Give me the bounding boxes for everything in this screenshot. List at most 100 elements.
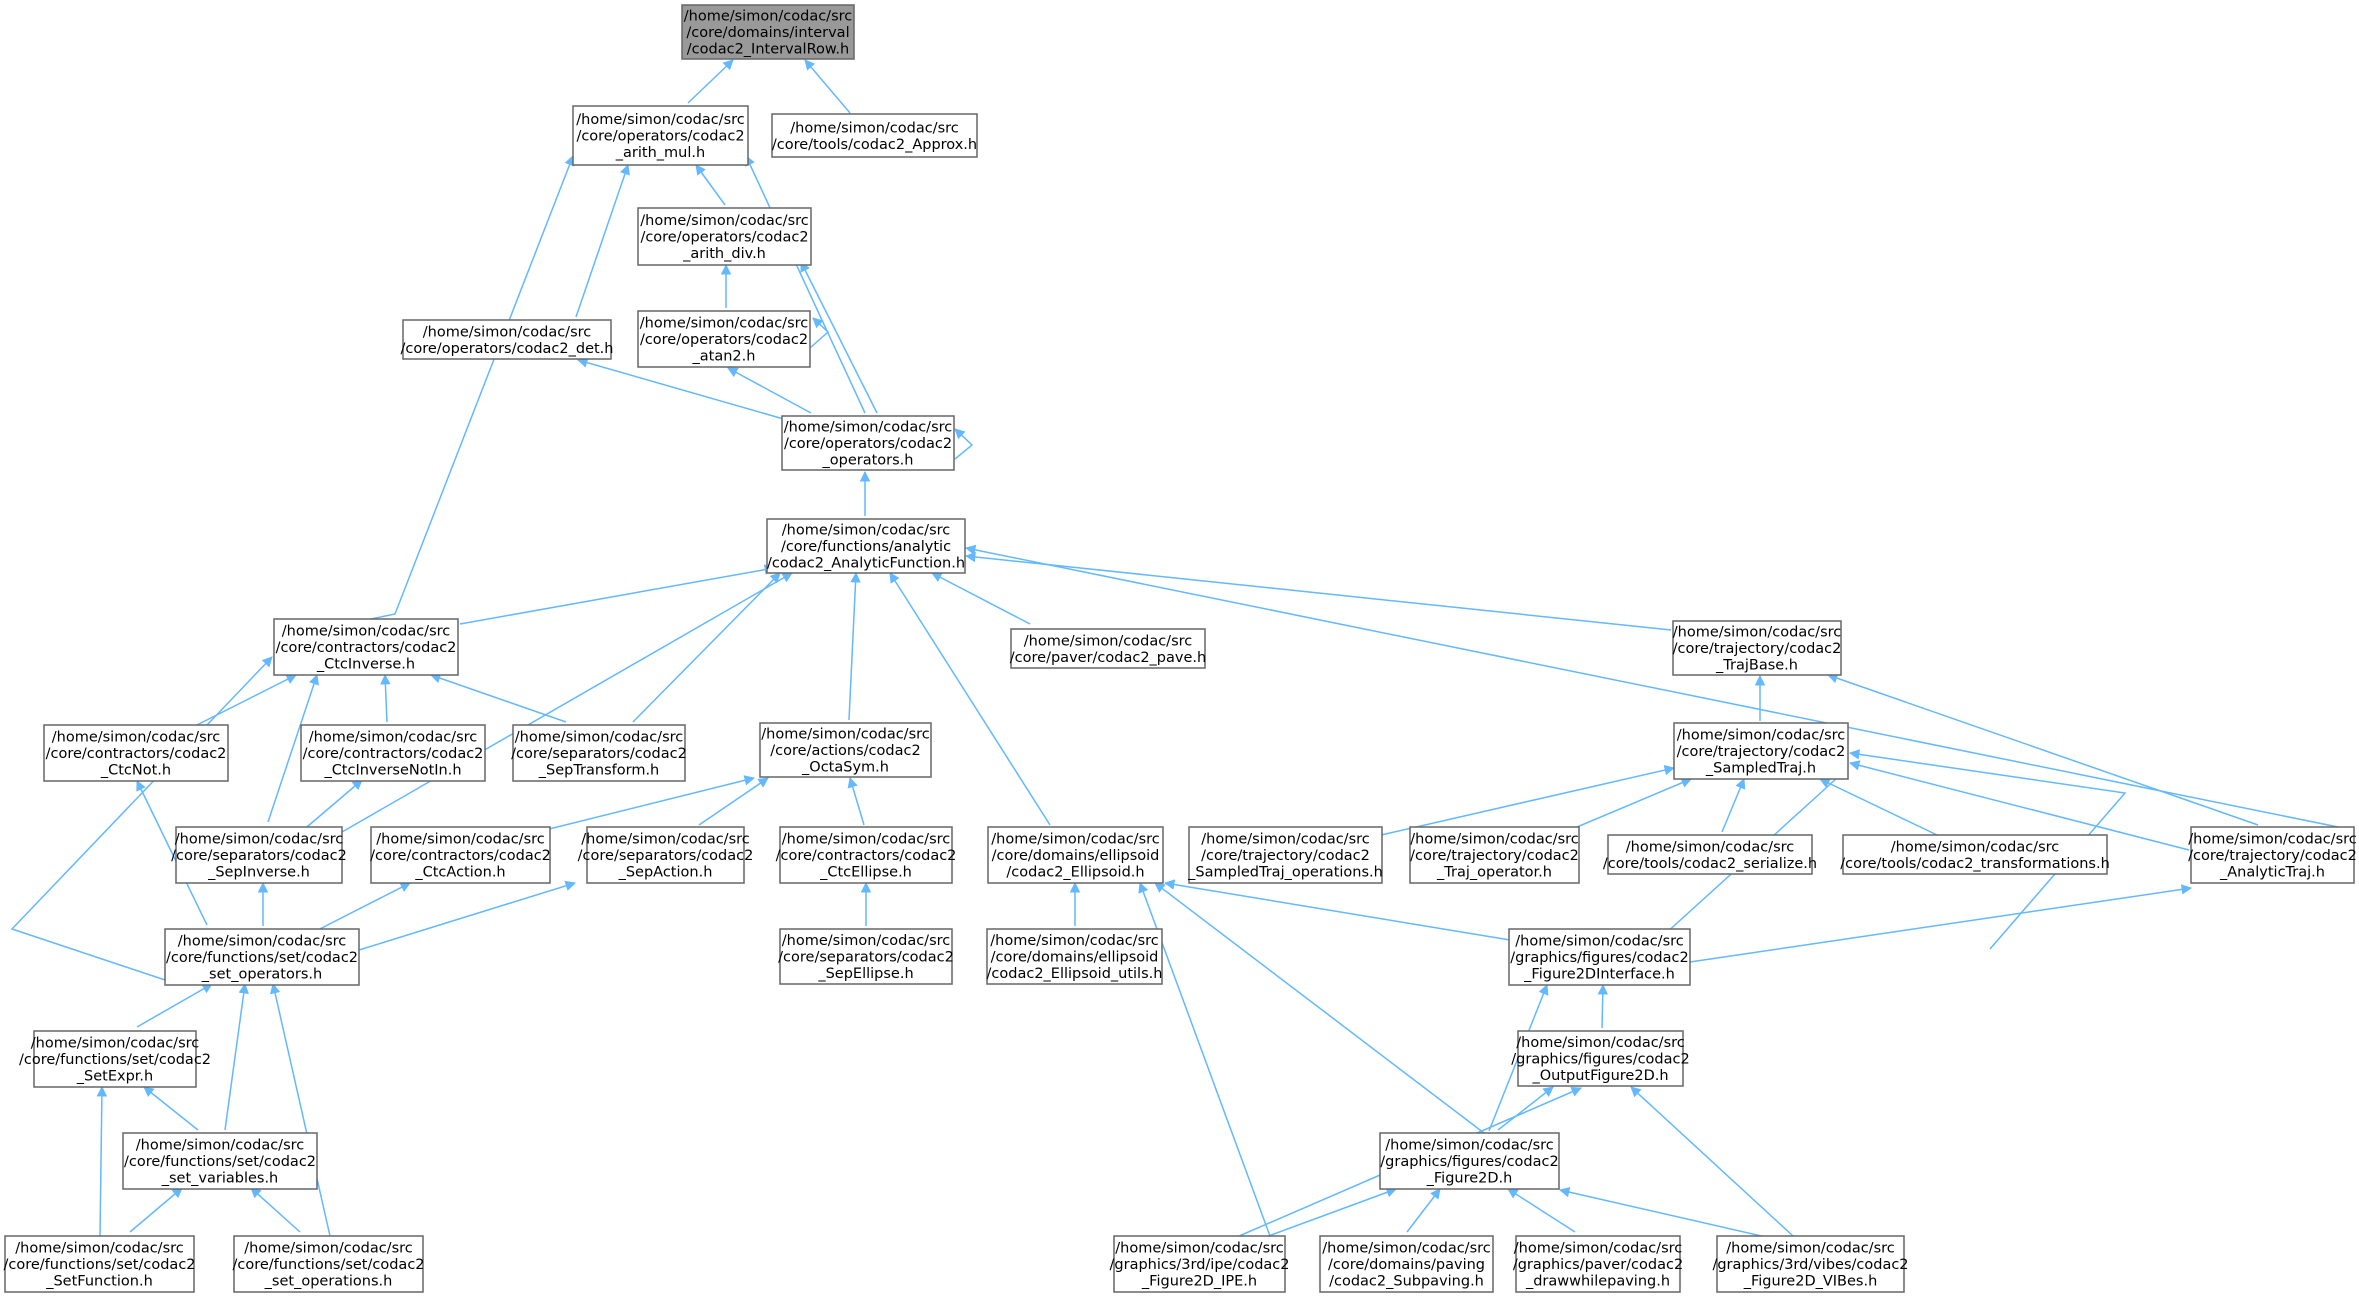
file-node-label-line: /core/domains/paving [1328, 1257, 1485, 1273]
file-node-label-line: /graphics/figures/codac2 [1511, 1052, 1689, 1068]
file-node-n1[interactable]: /home/simon/codac/src/core/operators/cod… [572, 105, 749, 166]
dependency-edge-36 [1848, 749, 2127, 950]
dependency-edge-26 [186, 674, 297, 731]
file-node-n5[interactable]: /home/simon/codac/src/core/operators/cod… [637, 310, 811, 368]
file-node-label-line: _set_variables.h [161, 1171, 279, 1187]
file-node-n26[interactable]: /home/simon/codac/src/core/functions/set… [164, 928, 360, 986]
file-node-label-line: /codac2_IntervalRow.h [687, 42, 849, 58]
file-node-label-line: /core/trajectory/codac2 [2188, 848, 2357, 864]
file-node-n23[interactable]: /home/simon/codac/src/core/tools/codac2_… [1603, 834, 1817, 875]
file-node-n36[interactable]: /home/simon/codac/src/graphics/3rd/ipe/c… [1110, 1235, 1290, 1293]
file-node-label-line: /home/simon/codac/src [991, 832, 1160, 848]
file-node-box [370, 826, 551, 884]
file-node-box [987, 826, 1164, 884]
file-node-n12[interactable]: /home/simon/codac/src/core/contractors/c… [300, 724, 486, 782]
dependency-edge-35 [1848, 760, 2190, 851]
file-node-label-line: /home/simon/codac/src [684, 9, 853, 25]
file-node-n15[interactable]: /home/simon/codac/src/core/trajectory/co… [1673, 722, 1849, 780]
file-node-n30[interactable]: /home/simon/codac/src/core/functions/set… [19, 1030, 211, 1088]
dependency-edge-10 [809, 317, 830, 349]
file-node-n25[interactable]: /home/simon/codac/src/core/trajectory/co… [2188, 826, 2357, 884]
file-node-label-line: _OctaSym.h [801, 760, 889, 776]
file-node-n20[interactable]: /home/simon/codac/src/core/domains/ellip… [987, 826, 1164, 884]
file-node-n34[interactable]: /home/simon/codac/src/core/functions/set… [3, 1235, 196, 1293]
file-node-n31[interactable]: /home/simon/codac/src/graphics/figures/c… [1511, 1030, 1690, 1087]
file-node-label-line: _SetFunction.h [45, 1274, 153, 1290]
file-node-label-line: /core/domains/ellipsoid [992, 848, 1160, 864]
file-node-box [986, 928, 1163, 985]
dependency-edge-53 [269, 982, 331, 1237]
file-node-n9[interactable]: /home/simon/codac/src/core/paver/codac2_… [1010, 628, 1206, 669]
file-node-label-line: /home/simon/codac/src [244, 1241, 413, 1257]
file-node-label-line: /codac2_Subpaving.h [1329, 1274, 1484, 1290]
file-node-label-line: _Figure2D_VIBes.h [1743, 1274, 1878, 1290]
file-node-n37[interactable]: /home/simon/codac/src/core/domains/pavin… [1319, 1235, 1494, 1293]
file-node-n22[interactable]: /home/simon/codac/src/core/trajectory/co… [1409, 826, 1580, 884]
file-node-box [1508, 928, 1691, 986]
file-node-label-line: /graphics/paver/codac2 [1513, 1257, 1683, 1273]
file-node-n13[interactable]: /home/simon/codac/src/core/separators/co… [511, 724, 687, 782]
file-node-label-line: /core/contractors/codac2 [46, 746, 227, 762]
file-node-label-line: _OutputFigure2D.h [1531, 1068, 1668, 1084]
file-node-n21[interactable]: /home/simon/codac/src/core/trajectory/co… [1187, 826, 1383, 884]
file-node-box [43, 724, 229, 782]
file-node-n32[interactable]: /home/simon/codac/src/core/functions/set… [122, 1132, 318, 1190]
dependency-edge-30 [847, 776, 865, 826]
file-node-box [512, 724, 686, 782]
file-node-label-line: /home/simon/codac/src [782, 832, 951, 848]
file-node-n4[interactable]: /home/simon/codac/src/core/operators/cod… [401, 319, 614, 360]
file-node-label-line: /home/simon/codac/src [782, 933, 951, 949]
file-node-label-line: /home/simon/codac/src [423, 324, 592, 340]
file-node-n16[interactable]: /home/simon/codac/src/core/separators/co… [171, 826, 347, 884]
file-node-box [1672, 620, 1842, 676]
dependency-edge-2 [575, 164, 630, 318]
file-node-label-line: /core/tools/codac2_serialize.h [1603, 856, 1817, 872]
file-node-n39[interactable]: /home/simon/codac/src/graphics/3rd/vibes… [1712, 1235, 1909, 1293]
file-node-n14[interactable]: /home/simon/codac/src/core/actions/codac… [759, 722, 932, 778]
file-node-n33[interactable]: /home/simon/codac/src/graphics/figures/c… [1379, 1132, 1560, 1190]
dependency-edge-22 [1827, 673, 2259, 826]
file-node-n18[interactable]: /home/simon/codac/src/core/separators/co… [578, 826, 754, 884]
file-node-label-line: _AnalyticTraj.h [2219, 865, 2325, 881]
file-node-label-line: _SampledTraj.h [1705, 761, 1816, 777]
file-node-box [1409, 826, 1580, 884]
file-node-label-line: /home/simon/codac/src [1024, 633, 1193, 649]
file-node-n6[interactable]: /home/simon/codac/src/core/operators/cod… [781, 415, 955, 471]
file-node-label-line: _arith_mul.h [615, 145, 705, 161]
file-node-label-line: /core/separators/codac2 [171, 848, 347, 864]
file-node-n2[interactable]: /home/simon/codac/src/core/tools/codac2_… [771, 113, 978, 158]
file-node-n38[interactable]: /home/simon/codac/src/graphics/paver/cod… [1513, 1235, 1683, 1293]
file-node-label-line: /core/trajectory/codac2 [1201, 848, 1370, 864]
file-node-n8[interactable]: /home/simon/codac/src/core/contractors/c… [273, 618, 459, 676]
file-node-n28[interactable]: /home/simon/codac/src/core/domains/ellip… [986, 928, 1163, 985]
file-node-label-line: /home/simon/codac/src [640, 213, 809, 229]
file-node-label-line: /core/contractors/codac2 [303, 746, 484, 762]
file-node-box [681, 4, 855, 60]
file-node-n35[interactable]: /home/simon/codac/src/core/functions/set… [232, 1235, 425, 1293]
file-node-label-line: _Figure2D_IPE.h [1141, 1274, 1257, 1290]
file-node-label-line: /core/separators/codac2 [578, 848, 754, 864]
file-node-label-line: /graphics/figures/codac2 [1380, 1154, 1558, 1170]
dependency-edge-9 [727, 367, 812, 414]
file-node-n3[interactable]: /home/simon/codac/src/core/operators/cod… [637, 207, 812, 266]
file-node-label-line: /core/functions/analytic [781, 539, 951, 555]
file-node-n7[interactable]: /home/simon/codac/src/core/functions/ana… [766, 518, 966, 574]
dependency-edge-38 [300, 779, 363, 833]
file-node-n17[interactable]: /home/simon/codac/src/core/contractors/c… [370, 826, 551, 884]
dependency-edge-47 [1154, 882, 1485, 1134]
file-node-n0[interactable]: /home/simon/codac/src/core/domains/inter… [681, 4, 855, 60]
file-node-n27[interactable]: /home/simon/codac/src/core/separators/co… [778, 928, 954, 985]
file-node-label-line: /home/simon/codac/src [515, 730, 684, 746]
file-node-n19[interactable]: /home/simon/codac/src/core/contractors/c… [776, 826, 957, 884]
file-node-n24[interactable]: /home/simon/codac/src/core/tools/codac2_… [1840, 834, 2110, 875]
file-node-n10[interactable]: /home/simon/codac/src/core/trajectory/co… [1672, 620, 1842, 676]
file-node-label-line: _SampledTraj_operations.h [1187, 865, 1383, 881]
file-node-label-line: _CtcAction.h [414, 865, 505, 881]
file-node-box [1010, 628, 1206, 669]
file-node-n11[interactable]: /home/simon/codac/src/core/contractors/c… [43, 724, 229, 782]
file-node-label-line: /home/simon/codac/src [175, 832, 344, 848]
file-node-label-line: /home/simon/codac/src [1673, 625, 1842, 641]
file-node-n29[interactable]: /home/simon/codac/src/graphics/figures/c… [1508, 928, 1691, 986]
file-node-label-line: _atan2.h [692, 349, 756, 365]
